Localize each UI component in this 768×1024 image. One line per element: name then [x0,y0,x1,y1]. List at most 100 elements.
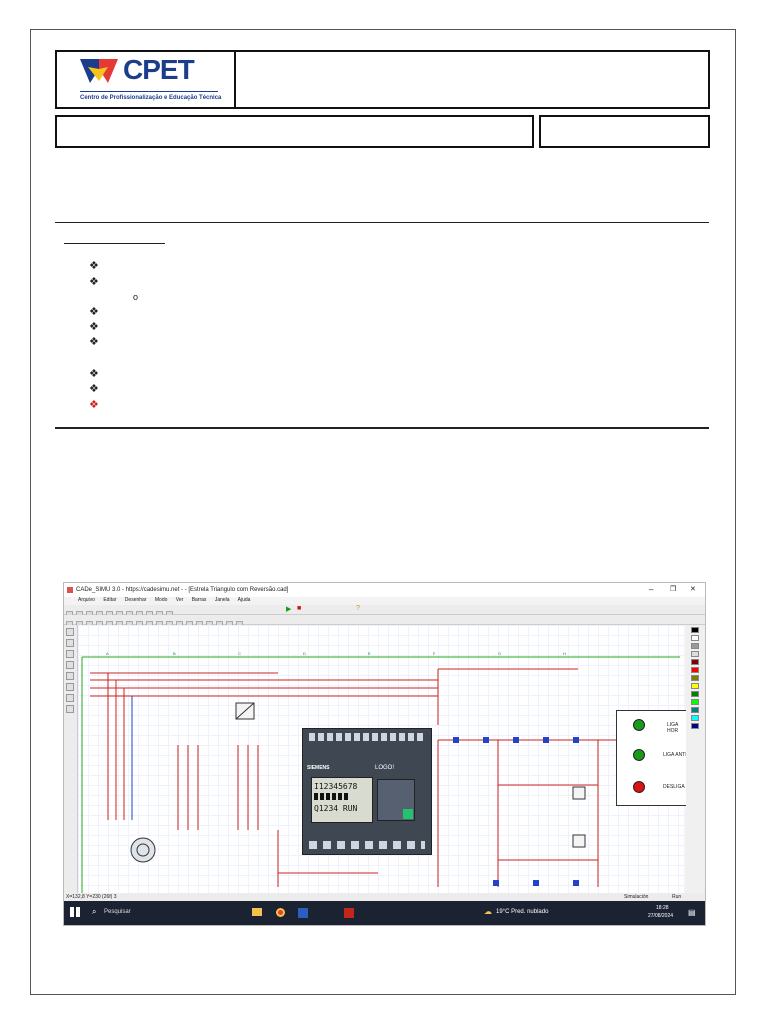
help-icon[interactable]: ? [356,605,360,612]
app-icon [67,587,73,593]
ellipse-tool-icon[interactable] [66,661,74,669]
windows-start-icon[interactable] [70,907,80,917]
windows-taskbar: ⌕ Pesquisar ☁ 19°C Pred. nublado ▤ 18:28… [64,901,705,925]
fill-tool-icon[interactable] [66,672,74,680]
plc-lcd-inputs: I12345678 [314,782,358,791]
column-label-h: H [563,651,566,656]
column-label-b: B [173,651,176,656]
lamp-desliga [633,781,645,793]
text-tool-icon[interactable] [66,705,74,713]
logo-subtitle: Centro de Profissionalização e Educação … [80,95,222,101]
clock-time[interactable]: 18:28 [656,905,669,911]
menu-item-desenhar[interactable]: Desenhar [124,597,147,603]
title-box [234,50,710,109]
plc-model: LOGO! [375,765,395,771]
lamp-label-liga-anti: LIGA ANTI [663,752,687,758]
column-label-f: F [433,651,436,656]
word-icon[interactable] [298,908,308,918]
diamond-bullet-icon: ❖ [89,306,99,318]
status-coordinates: X=132,8 Y=230 (26f) 3 [66,894,117,900]
software-screenshot: CADe_SIMU 3.0 - https://cadesimu.net - -… [63,582,706,926]
menu-item-ver[interactable]: Ver [175,597,184,603]
diamond-bullet-icon: ❖ [89,383,99,395]
rectangle-tool-icon[interactable] [66,650,74,658]
cadesimu-app-icon[interactable] [344,908,354,918]
notification-icon[interactable]: ▤ [688,908,696,917]
diamond-bullet-icon-red: ❖ [89,399,99,411]
logo-divider [80,91,218,92]
menu-bar: Arquivo Editar Desenhar Modo Ver Barras … [64,597,705,605]
color-swatch[interactable] [691,715,699,721]
section-rule-bottom [55,427,709,429]
date-box [539,115,710,148]
plc-display: I12345678 Q1234 RUN [311,777,373,823]
pen-tool-icon[interactable] [66,694,74,702]
diamond-bullet-icon: ❖ [89,336,99,348]
color-swatch[interactable] [691,667,699,673]
column-label-c: C [238,651,241,656]
minimize-icon[interactable]: – [649,585,654,594]
menu-item-arquivo[interactable]: Arquivo [78,597,95,603]
plc-output-terminals [309,841,425,849]
column-label-a: A [106,651,109,656]
color-swatch[interactable] [691,643,699,649]
stop-icon[interactable]: ■ [297,605,302,612]
lamp-label-liga-hor: LIGA HOR [667,722,679,734]
diamond-bullet-icon: ❖ [89,276,99,288]
menu-item-editar[interactable]: Editar [103,597,117,603]
play-icon[interactable]: ▶ [286,606,292,613]
file-explorer-icon[interactable] [252,908,262,916]
column-label-e: E [368,651,371,656]
circle-bullet-icon: o [133,292,139,302]
main-toolbar: ▶ ■ ? [64,605,705,618]
pointer-icon[interactable] [66,628,74,636]
color-swatch[interactable] [691,683,699,689]
brush-tool-icon[interactable] [66,683,74,691]
diamond-bullet-icon: ❖ [89,368,99,380]
logo-name: CPET [123,54,195,85]
color-swatch[interactable] [691,707,699,713]
menu-item-ajuda[interactable]: Ajuda [237,597,251,603]
status-bar: X=132,8 Y=230 (26f) 3 Simulación Run [64,893,705,901]
lamp-liga-anti [633,749,645,761]
weather-status[interactable]: 19°C Pred. nublado [496,909,549,915]
window-titlebar: CADe_SIMU 3.0 - https://cadesimu.net - -… [64,583,705,597]
clock-date[interactable]: 27/08/2024 [648,913,674,919]
diamond-bullet-icon: ❖ [89,260,99,272]
color-palette [686,625,705,893]
color-swatch[interactable] [691,675,699,681]
menu-item-janela[interactable]: Janela [214,597,230,603]
column-label-g: G [498,651,502,656]
color-swatch[interactable] [691,691,699,697]
chrome-icon[interactable] [276,908,285,917]
lamp-panel: LIGA HOR LIGA ANTI DESLIGA [616,710,688,806]
menu-item-barras[interactable]: Barras [191,597,207,603]
color-swatch[interactable] [691,659,699,665]
status-state: Run [672,894,682,900]
cpet-logo-icon [80,59,118,83]
plc-run-button[interactable] [403,809,413,819]
color-swatch[interactable] [691,699,699,705]
lamp-liga-hor [633,719,645,731]
plc-lcd-blocks [314,793,350,800]
heading-underline [64,243,165,244]
color-swatch[interactable] [691,723,699,729]
status-mode: Simulación [624,894,649,900]
circuit-canvas[interactable]: A B C D E F G H SIEMENS LOGO! I12345678 … [78,625,688,893]
logo-plc[interactable]: SIEMENS LOGO! I12345678 Q1234 RUN [302,728,432,855]
taskbar-search-input[interactable]: Pesquisar [104,909,131,915]
color-swatch[interactable] [691,627,699,633]
color-swatch[interactable] [691,635,699,641]
page-frame [30,29,736,995]
lamp-label-desliga: DESLIGA [663,784,685,790]
line-tool-icon[interactable] [66,639,74,647]
menu-item-modo[interactable]: Modo [154,597,168,603]
plc-input-terminals [309,733,425,741]
plc-keypad[interactable] [377,779,415,821]
color-swatch[interactable] [691,651,699,657]
section-rule-top [55,222,709,223]
search-icon[interactable]: ⌕ [92,907,97,916]
close-icon[interactable]: ✕ [690,586,696,593]
maximize-icon[interactable]: ❐ [670,586,677,593]
drawing-tools [64,625,78,893]
